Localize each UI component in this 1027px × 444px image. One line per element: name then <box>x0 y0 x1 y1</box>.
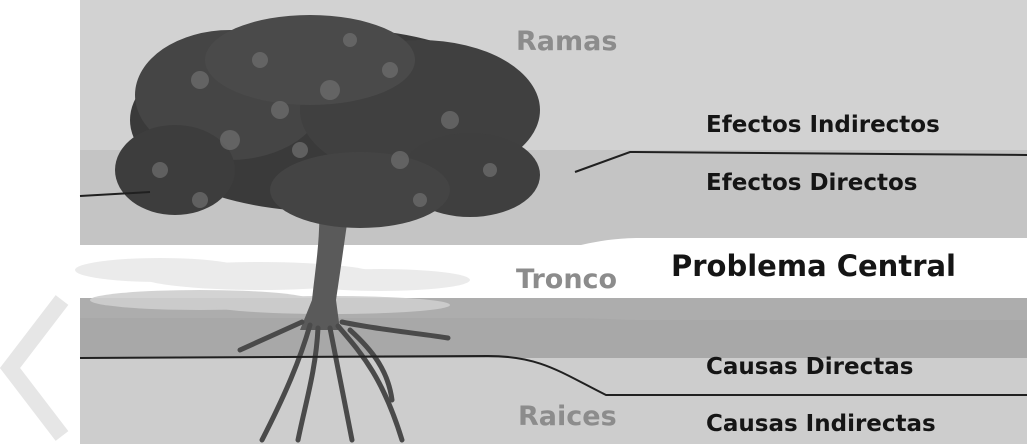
roots-label: Raices <box>518 403 617 430</box>
branches-label: Ramas <box>516 28 617 55</box>
direct-causes-label: Causas Directas <box>706 356 913 379</box>
indirect-causes-label: Causas Indirectas <box>706 413 936 436</box>
central-problem-label: Problema Central <box>671 252 956 281</box>
trunk-label: Tronco <box>516 266 617 293</box>
chevron-left-icon[interactable] <box>10 300 62 436</box>
direct-effects-label: Efectos Directos <box>706 172 917 195</box>
indirect-effects-label: Efectos Indirectos <box>706 114 940 137</box>
